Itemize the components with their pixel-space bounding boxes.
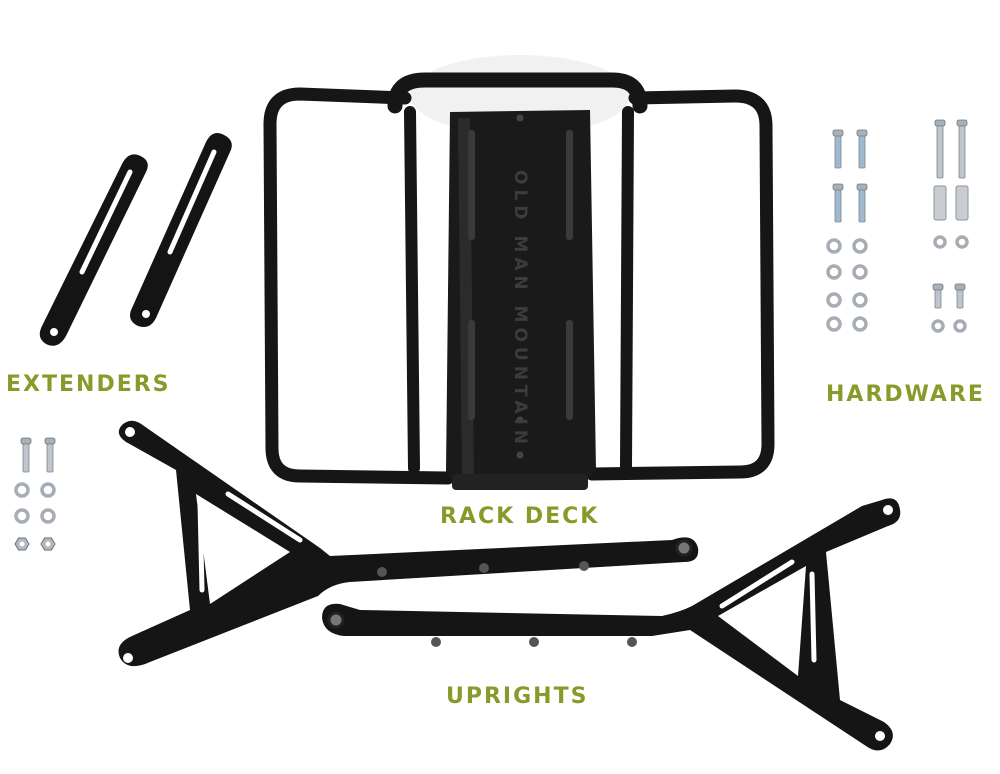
deck-hole [516, 114, 524, 122]
bolt-shank [834, 187, 842, 223]
deck-slot [468, 320, 475, 420]
extender-slot [79, 169, 133, 275]
upright-hole [123, 653, 133, 663]
bolt-head [932, 283, 944, 291]
uprights [118, 420, 901, 751]
upright-mount-hole [529, 637, 539, 647]
washer [852, 238, 868, 254]
extender-right [130, 133, 232, 327]
nut-hole [45, 541, 51, 547]
extender-hole [50, 328, 58, 336]
deck-brand-text: OLD MAN MOUNTAIN [510, 170, 530, 449]
upright-slot [225, 491, 303, 543]
deck-slot [566, 320, 573, 420]
upright-slot [719, 559, 795, 609]
bolt-head [934, 119, 946, 127]
upright-mount-hole [627, 637, 637, 647]
bolt-shank [858, 187, 866, 223]
bolt-head [44, 437, 56, 445]
spacer [933, 185, 947, 221]
deck-slot [468, 130, 475, 240]
hardware-set-left [14, 437, 56, 551]
deck-front-lip [452, 474, 588, 490]
bolt-head [20, 437, 32, 445]
rack-deck [263, 72, 775, 485]
extender-slot [167, 149, 217, 255]
washer [40, 482, 56, 498]
upright-hole [883, 505, 893, 515]
bolt-head [856, 183, 868, 191]
bolt-head [956, 119, 968, 127]
upright-body [322, 498, 901, 751]
label-extenders: EXTENDERS [6, 372, 171, 397]
bolt-shank [936, 123, 944, 179]
washer [953, 319, 967, 333]
hardware-set-right [826, 119, 969, 333]
bolt-shank [958, 123, 966, 179]
upright-eyelet [675, 539, 693, 557]
washer [955, 235, 969, 249]
washer [826, 238, 842, 254]
upright-mount-hole [579, 561, 589, 571]
washer [852, 292, 868, 308]
deck-hole [516, 451, 524, 459]
washer [826, 264, 842, 280]
bolt-head [856, 129, 868, 137]
upright-mount-hole [431, 637, 441, 647]
label-uprights: UPRIGHTS [446, 684, 589, 709]
washer [933, 235, 947, 249]
washer [14, 508, 30, 524]
bolt-shank [934, 287, 942, 309]
rack-top-loop [387, 72, 648, 114]
deck-plate: OLD MAN MOUNTAIN [446, 110, 596, 490]
label-rack-deck: RACK DECK [440, 504, 600, 529]
bolt-head [832, 129, 844, 137]
deck-plate-body [446, 110, 596, 488]
label-hardware: HARDWARE [826, 382, 985, 407]
washer [852, 316, 868, 332]
upright-cutout [718, 566, 806, 676]
bolt-shank [956, 287, 964, 309]
upright-eyelet [327, 611, 345, 629]
deck-slot [566, 130, 573, 240]
bolt-head [954, 283, 966, 291]
upright-cutout [196, 494, 290, 604]
extenders [39, 133, 232, 346]
rack-left-rail [263, 87, 455, 485]
upright-hole [875, 731, 885, 741]
washer [826, 316, 842, 332]
washer [826, 292, 842, 308]
washer [14, 482, 30, 498]
bolt-shank [22, 441, 30, 473]
upright-body [118, 420, 699, 667]
deck-hole [516, 416, 524, 424]
extender-left [39, 154, 148, 346]
bolt-shank [46, 441, 54, 473]
washer [931, 319, 945, 333]
washer [40, 508, 56, 524]
rack-right-rail [585, 89, 775, 481]
spacer [955, 185, 969, 221]
upright-mount-hole [377, 567, 387, 577]
upright-slot [197, 501, 205, 593]
bolt-shank [834, 133, 842, 169]
upright-mount-hole [479, 563, 489, 573]
rack-inner-tube-right [620, 106, 634, 472]
upright-hole [125, 427, 135, 437]
upright-left [118, 420, 699, 667]
extender-hole [142, 310, 150, 318]
washer [852, 264, 868, 280]
upright-right [322, 498, 901, 751]
bolt-shank [858, 133, 866, 169]
nut-hole [19, 541, 25, 547]
bolt-head [832, 183, 844, 191]
rack-inner-tube-left [404, 106, 420, 474]
upright-slot [809, 571, 817, 663]
